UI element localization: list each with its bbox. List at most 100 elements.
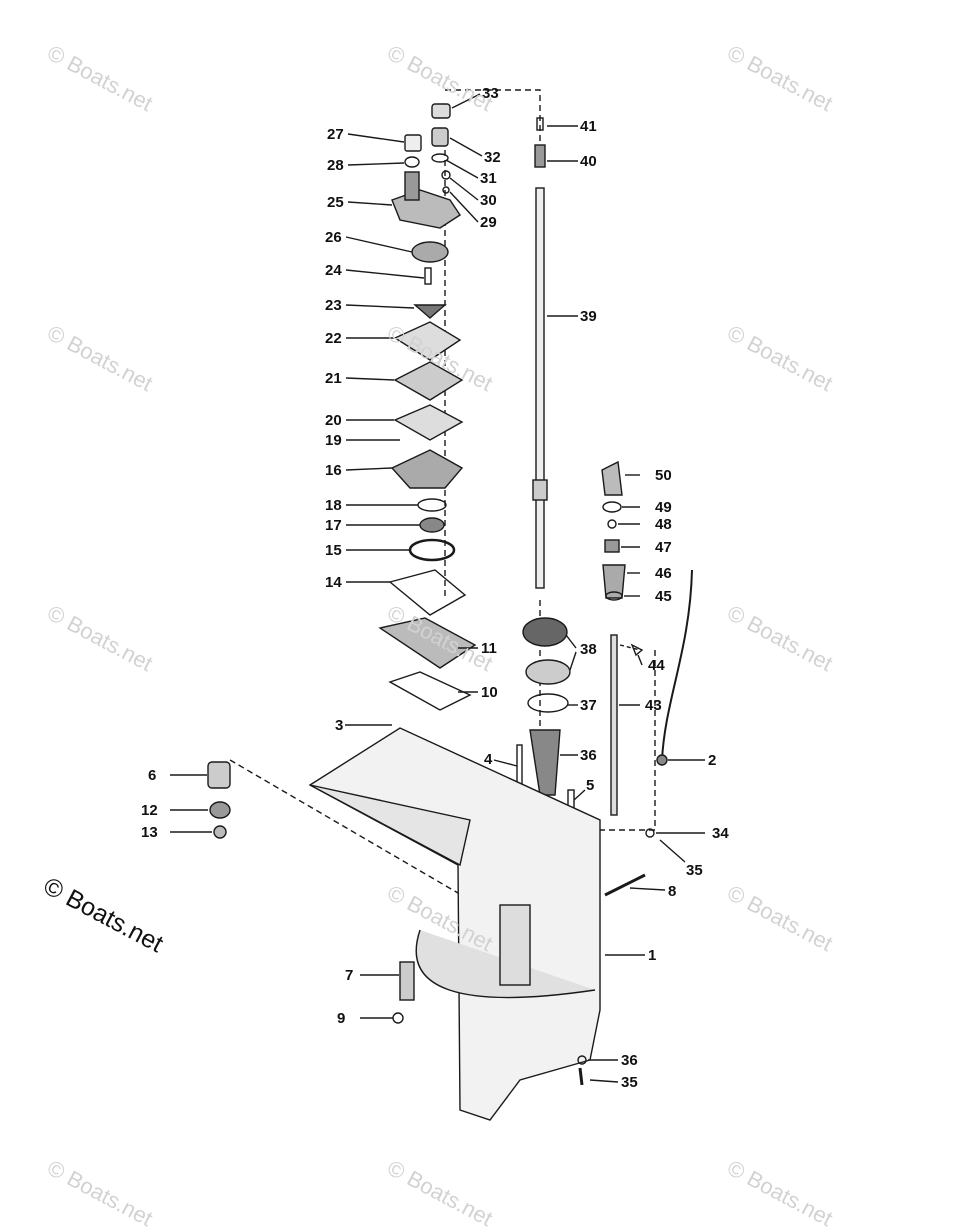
part-37: [529, 729, 561, 796]
part-15: [408, 538, 456, 562]
part-39-bearing: [525, 659, 571, 685]
part-45: [605, 591, 623, 601]
part-23: [413, 304, 447, 319]
part-14: [388, 569, 467, 616]
part-20: [393, 404, 464, 441]
callout-49: 49: [655, 499, 672, 516]
callout-5: 5: [586, 777, 594, 794]
callout-12: 12: [141, 802, 158, 819]
part-7: [399, 961, 415, 1001]
part-10: [388, 671, 472, 711]
part-35: [578, 1067, 584, 1086]
part-11: [378, 617, 477, 669]
callout-45: 45: [655, 588, 672, 605]
part-8: [604, 873, 646, 897]
callout-31: 31: [480, 170, 497, 187]
callout-7: 7: [345, 967, 353, 984]
part-39-gear: [522, 617, 568, 647]
part-27: [404, 134, 422, 152]
callout-13: 13: [141, 824, 158, 841]
callout-27: 27: [327, 126, 344, 143]
callout-36-lower: 36: [621, 1052, 638, 1069]
part-47: [604, 539, 620, 553]
callout-4: 4: [484, 751, 493, 768]
part-9: [392, 1012, 404, 1024]
callout-32: 32: [484, 149, 501, 166]
part-25-tube: [404, 171, 420, 201]
callout-10: 10: [481, 684, 498, 701]
callout-47: 47: [655, 539, 672, 556]
callout-42: 41: [580, 118, 597, 135]
part-2: [661, 569, 693, 761]
callout-28: 28: [327, 157, 344, 174]
part-36-lower: [577, 1055, 587, 1065]
part-42: [536, 117, 544, 131]
part-29: [442, 186, 450, 194]
callout-23: 23: [325, 297, 342, 314]
part-12: [209, 801, 231, 819]
callout-22: 22: [325, 330, 342, 347]
part-32: [431, 127, 449, 147]
callout-33: 33: [482, 85, 499, 102]
callout-19: 19: [325, 432, 342, 449]
callout-37: 36: [580, 747, 597, 764]
callout-20: 20: [325, 412, 342, 429]
part-24: [424, 267, 432, 285]
part-16: [390, 449, 464, 489]
part-28: [404, 156, 420, 168]
callout-15: 15: [325, 542, 342, 559]
callout-48: 48: [655, 516, 672, 533]
callout-18: 18: [325, 497, 342, 514]
part-26: [411, 241, 449, 263]
part-49: [602, 501, 622, 513]
callout-44: 44: [648, 657, 665, 674]
callout-30: 30: [480, 192, 497, 209]
part-17: [419, 517, 445, 533]
callout-2: 2: [708, 752, 716, 769]
assembly-dash-left: [229, 759, 471, 901]
callout-21: 21: [325, 370, 342, 387]
part-18: [417, 498, 447, 512]
callout-8: 8: [668, 883, 676, 900]
part-43: [610, 634, 618, 816]
callout-36: 35: [686, 862, 703, 879]
callout-46: 46: [655, 565, 672, 582]
assembly-dash-right: [600, 650, 656, 831]
part-30: [441, 170, 451, 180]
part-31: [431, 153, 449, 163]
exploded-parts-diagram: 33 32 31 30 29 27 28 25 26 24 23 22 21 2…: [141, 85, 729, 1121]
part-40: [535, 187, 545, 589]
part-6: [207, 761, 231, 789]
callout-38: 37: [580, 697, 597, 714]
part-13: [213, 825, 227, 839]
part-50: [601, 460, 623, 496]
part-33: [431, 103, 451, 119]
part-44: [630, 643, 644, 657]
callout-34: 34: [712, 825, 729, 842]
assembly-dash-top: [445, 89, 541, 160]
callout-43: 43: [645, 697, 662, 714]
part-21: [393, 361, 464, 401]
part-22: [393, 321, 462, 361]
callout-29: 29: [480, 214, 497, 231]
part-48: [607, 519, 617, 529]
part-25: [391, 189, 461, 229]
callout-25: 25: [327, 194, 344, 211]
part-46: [602, 564, 626, 599]
callout-24: 24: [325, 262, 342, 279]
callout-26: 26: [325, 229, 342, 246]
callout-50: 50: [655, 467, 672, 484]
callout-11: 11: [481, 640, 497, 657]
callout-35: 35: [621, 1074, 638, 1091]
callout-6: 6: [148, 767, 156, 784]
callout-39: 38: [580, 641, 597, 658]
callout-14: 14: [325, 574, 342, 591]
callout-9: 9: [337, 1010, 345, 1027]
callout-41: 40: [580, 153, 597, 170]
callout-17: 17: [325, 517, 342, 534]
callout-16: 16: [325, 462, 342, 479]
part-34: [645, 828, 655, 838]
callout-1: 1: [648, 947, 656, 964]
callout-40: 39: [580, 308, 597, 325]
callout-3: 3: [335, 717, 343, 734]
